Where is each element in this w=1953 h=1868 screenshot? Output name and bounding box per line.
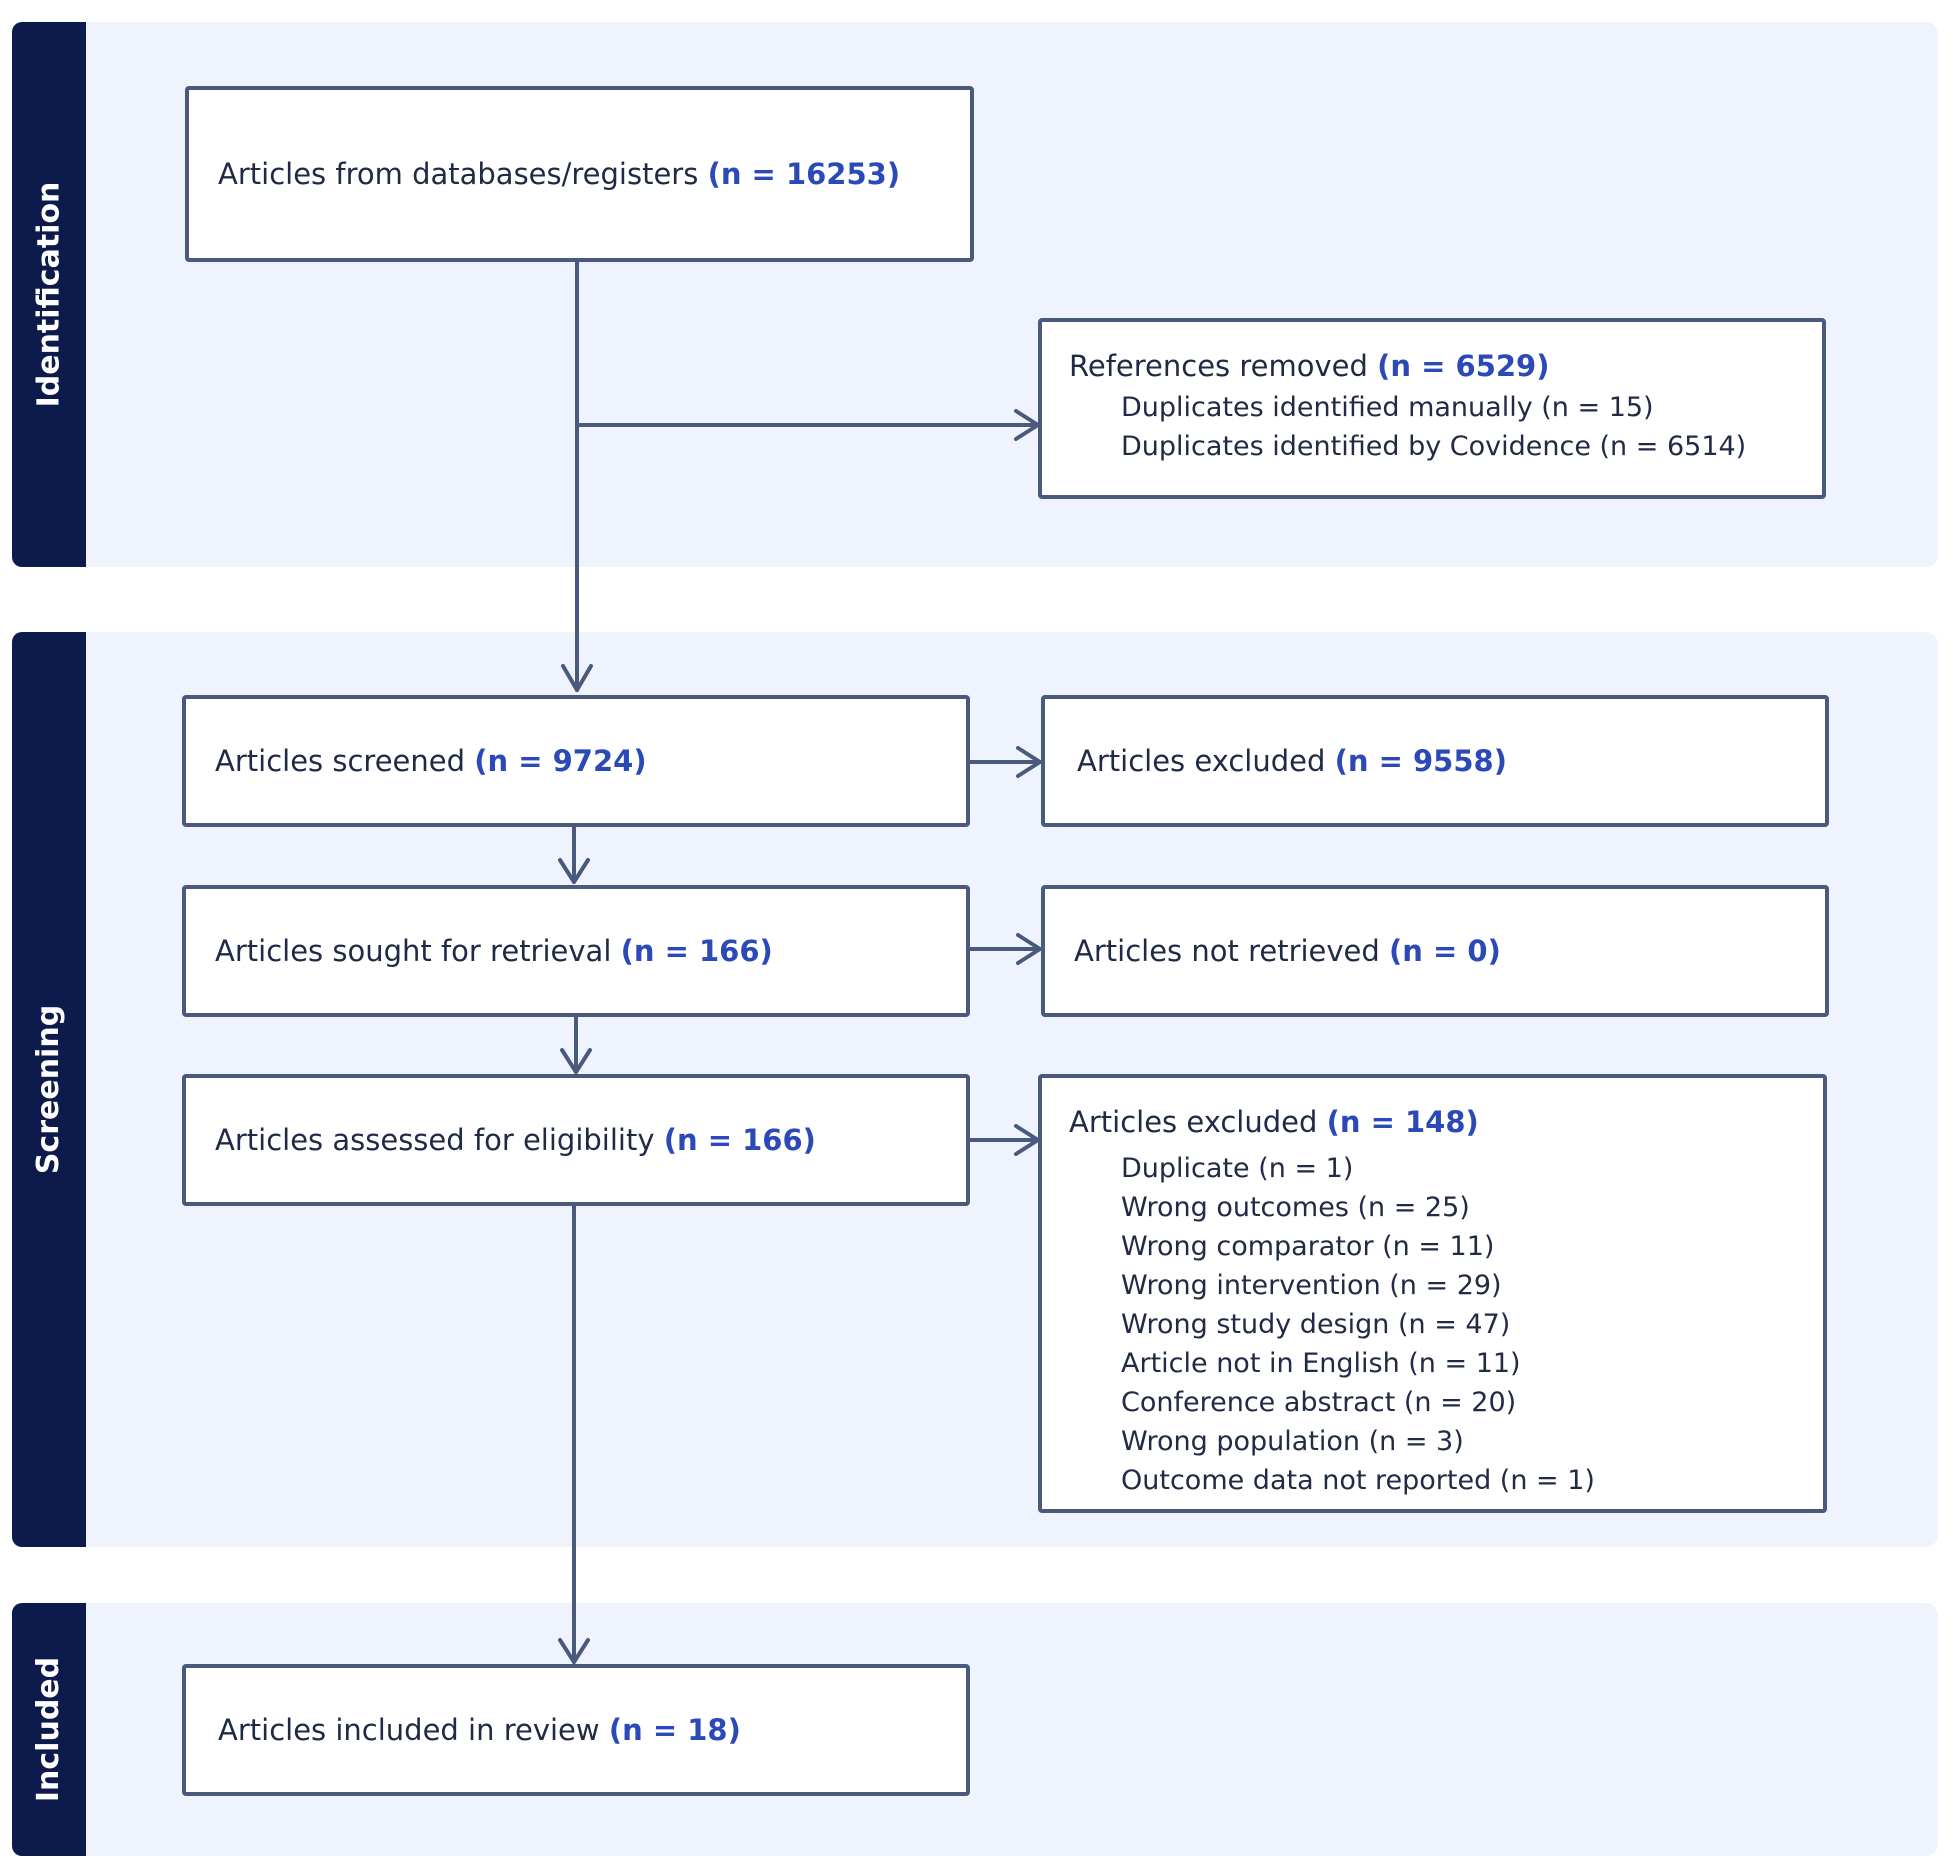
articles-not-retrieved-label: Articles not retrieved [1074, 933, 1380, 968]
articles-screened-label: Articles screened [215, 743, 466, 778]
arrowhead-eligibility [560, 1048, 592, 1074]
articles-eligibility-label: Articles assessed for eligibility [215, 1122, 655, 1157]
databases-count: (n = 16253) [707, 156, 901, 191]
exclusion-reasons-list: Duplicate (n = 1) Wrong outcomes (n = 25… [1069, 1149, 1823, 1500]
arrowhead-included [558, 1638, 590, 1664]
removed-item: Duplicates identified manually (n = 15) [1121, 392, 1654, 423]
articles-retrieval-label: Articles sought for retrieval [215, 933, 612, 968]
articles-not-retrieved-box: Articles not retrieved (n = 0) [1041, 885, 1829, 1017]
articles-excluded-screening-count: (n = 9558) [1334, 743, 1507, 778]
exclusion-reason-item: Outcome data not reported (n = 1) [1121, 1465, 1595, 1496]
databases-box: Articles from databases/registers (n = 1… [185, 86, 974, 262]
identification-stage-label: Identification [12, 22, 86, 567]
articles-not-retrieved-count: (n = 0) [1389, 933, 1501, 968]
exclusion-reason-item: Wrong outcomes (n = 25) [1121, 1192, 1470, 1223]
exclusion-reason-item: Conference abstract (n = 20) [1121, 1387, 1517, 1418]
articles-retrieval-count: (n = 166) [620, 933, 773, 968]
exclusion-reason-item: Wrong study design (n = 47) [1121, 1309, 1511, 1340]
articles-excluded-eligibility-box: Articles excluded (n = 148) Duplicate (n… [1038, 1074, 1827, 1513]
screening-stage-label: Screening [12, 632, 86, 1547]
articles-excluded-screening-label: Articles excluded [1077, 743, 1326, 778]
arrowhead-retrieval [558, 858, 590, 884]
references-removed-box: References removed (n = 6529) Duplicates… [1038, 318, 1826, 499]
databases-label: Articles from databases/registers [218, 156, 699, 191]
articles-excluded-screening-box: Articles excluded (n = 9558) [1041, 695, 1829, 827]
articles-eligibility-box: Articles assessed for eligibility (n = 1… [182, 1074, 970, 1206]
removed-item: Duplicates identified by Covidence (n = … [1121, 431, 1747, 462]
exclusion-reason-item: Article not in English (n = 11) [1121, 1348, 1521, 1379]
arrowhead-excluded-screening [1016, 746, 1042, 778]
articles-included-count: (n = 18) [608, 1712, 741, 1747]
articles-excluded-eligibility-label: Articles excluded [1069, 1105, 1318, 1139]
exclusion-reason-item: Wrong population (n = 3) [1121, 1426, 1464, 1457]
exclusion-reason-item: Wrong comparator (n = 11) [1121, 1231, 1495, 1262]
articles-included-box: Articles included in review (n = 18) [182, 1664, 970, 1796]
articles-eligibility-count: (n = 166) [663, 1122, 816, 1157]
exclusion-reason-item: Duplicate (n = 1) [1121, 1153, 1354, 1184]
articles-retrieval-box: Articles sought for retrieval (n = 166) [182, 885, 970, 1017]
arrowhead-not-retrieved [1016, 933, 1042, 965]
references-removed-label: References removed [1069, 349, 1368, 383]
included-stage-label: Included [12, 1603, 86, 1856]
references-removed-count: (n = 6529) [1377, 349, 1550, 383]
articles-screened-box: Articles screened (n = 9724) [182, 695, 970, 827]
articles-included-label: Articles included in review [218, 1712, 600, 1747]
arrowhead-screened [561, 664, 593, 692]
articles-excluded-eligibility-count: (n = 148) [1326, 1105, 1479, 1139]
exclusion-reason-item: Wrong intervention (n = 29) [1121, 1270, 1502, 1301]
articles-screened-count: (n = 9724) [474, 743, 647, 778]
